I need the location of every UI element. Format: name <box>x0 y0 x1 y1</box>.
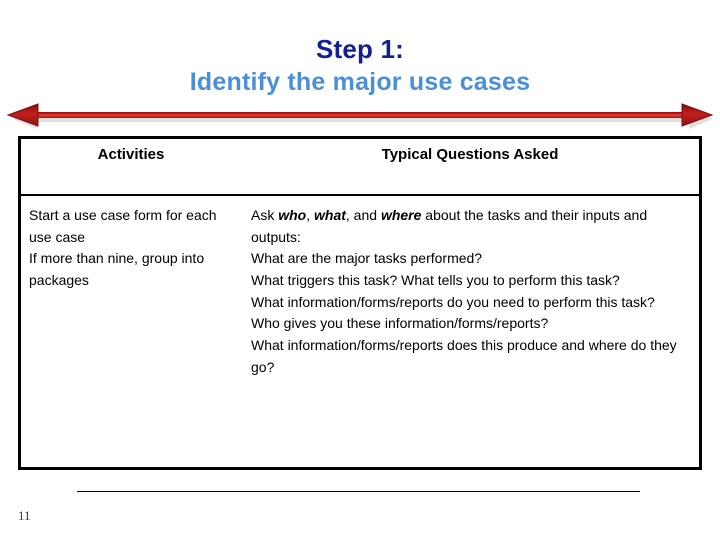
list-item: What information/forms/reports does this… <box>251 337 677 375</box>
footer-divider <box>77 491 640 492</box>
activities-list: Start a use case form for each use case … <box>21 196 241 292</box>
emphasis-who: who <box>278 207 307 223</box>
page-title: Step 1: Identify the major use cases <box>0 36 720 95</box>
table-cell-questions: Ask who, what, and where about the tasks… <box>241 195 699 467</box>
emphasis-what: what <box>314 207 346 223</box>
intro-sep-2: , and <box>345 207 381 223</box>
double-arrow-divider <box>0 100 720 132</box>
header-label-activities: Activities <box>97 146 165 163</box>
title-line-subject: Identify the major use cases <box>189 68 531 96</box>
header-label-questions: Typical Questions Asked <box>381 146 559 163</box>
list-item: What information/forms/reports do you ne… <box>251 293 655 310</box>
double-headed-arrow-icon <box>6 103 714 129</box>
list-item: If more than nine, group into packages <box>29 250 205 289</box>
table-header-row: Activities Typical Questions Asked <box>21 139 699 196</box>
intro-sep-1: , <box>306 207 315 223</box>
emphasis-where: where <box>380 207 422 223</box>
questions-list: Ask who, what, and where about the tasks… <box>241 196 699 379</box>
list-item: Start a use case form for each use case <box>29 207 217 245</box>
table-cell-activities: Start a use case form for each use case … <box>21 195 241 467</box>
title-line-step: Step 1: <box>315 34 405 64</box>
questions-intro: Ask who, what, and where about the tasks… <box>251 205 689 248</box>
list-item: Who gives you these information/forms/re… <box>251 315 549 332</box>
intro-prefix: Ask <box>251 207 279 223</box>
list-item: What are the major tasks performed? <box>251 250 483 267</box>
list-item: What triggers this task? What tells you … <box>251 272 620 289</box>
table-body-row: Start a use case form for each use case … <box>21 195 699 467</box>
table-header-cell-questions: Typical Questions Asked <box>241 139 699 196</box>
intro-suffix: about the tasks and their inputs and out… <box>251 207 648 245</box>
use-case-table: Activities Typical Questions Asked Start… <box>18 136 702 470</box>
page-number: 11 <box>18 508 31 523</box>
table-header-cell-activities: Activities <box>21 139 241 196</box>
